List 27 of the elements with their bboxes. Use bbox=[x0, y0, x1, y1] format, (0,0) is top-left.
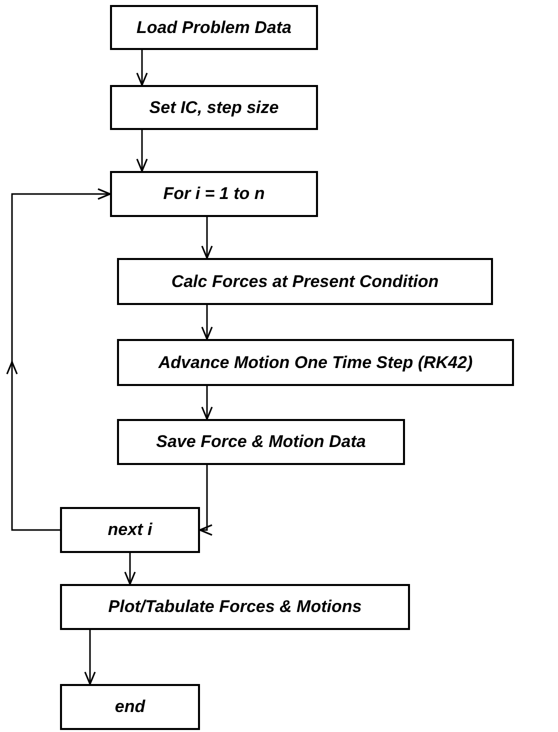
arrow bbox=[201, 305, 213, 340]
arrow bbox=[84, 630, 96, 685]
process-box bbox=[117, 339, 514, 386]
box-label: end bbox=[114, 697, 146, 717]
process-box bbox=[117, 258, 493, 305]
box-label: Save Force & Motion Data bbox=[156, 432, 366, 452]
box-label: Load Problem Data bbox=[136, 18, 292, 38]
box-label: next i bbox=[108, 520, 152, 540]
arrow bbox=[124, 553, 136, 585]
arrow bbox=[199, 465, 213, 536]
process-box bbox=[60, 507, 200, 553]
box-label: Plot/Tabulate Forces & Motions bbox=[108, 597, 362, 617]
box-label: Advance Motion One Time Step (RK42) bbox=[158, 352, 473, 372]
process-box bbox=[110, 5, 318, 50]
arrow bbox=[6, 188, 111, 531]
arrow bbox=[136, 130, 148, 172]
arrow bbox=[201, 386, 213, 420]
process-box bbox=[110, 85, 318, 130]
process-box bbox=[60, 584, 410, 630]
box-label: Calc Forces at Present Condition bbox=[171, 272, 439, 292]
process-box bbox=[110, 171, 318, 217]
arrow bbox=[136, 50, 148, 86]
process-box bbox=[60, 684, 200, 730]
arrow bbox=[201, 217, 213, 259]
box-label: Set IC, step size bbox=[149, 98, 279, 118]
box-label: For i = 1 to n bbox=[163, 184, 265, 204]
process-box bbox=[117, 419, 405, 465]
